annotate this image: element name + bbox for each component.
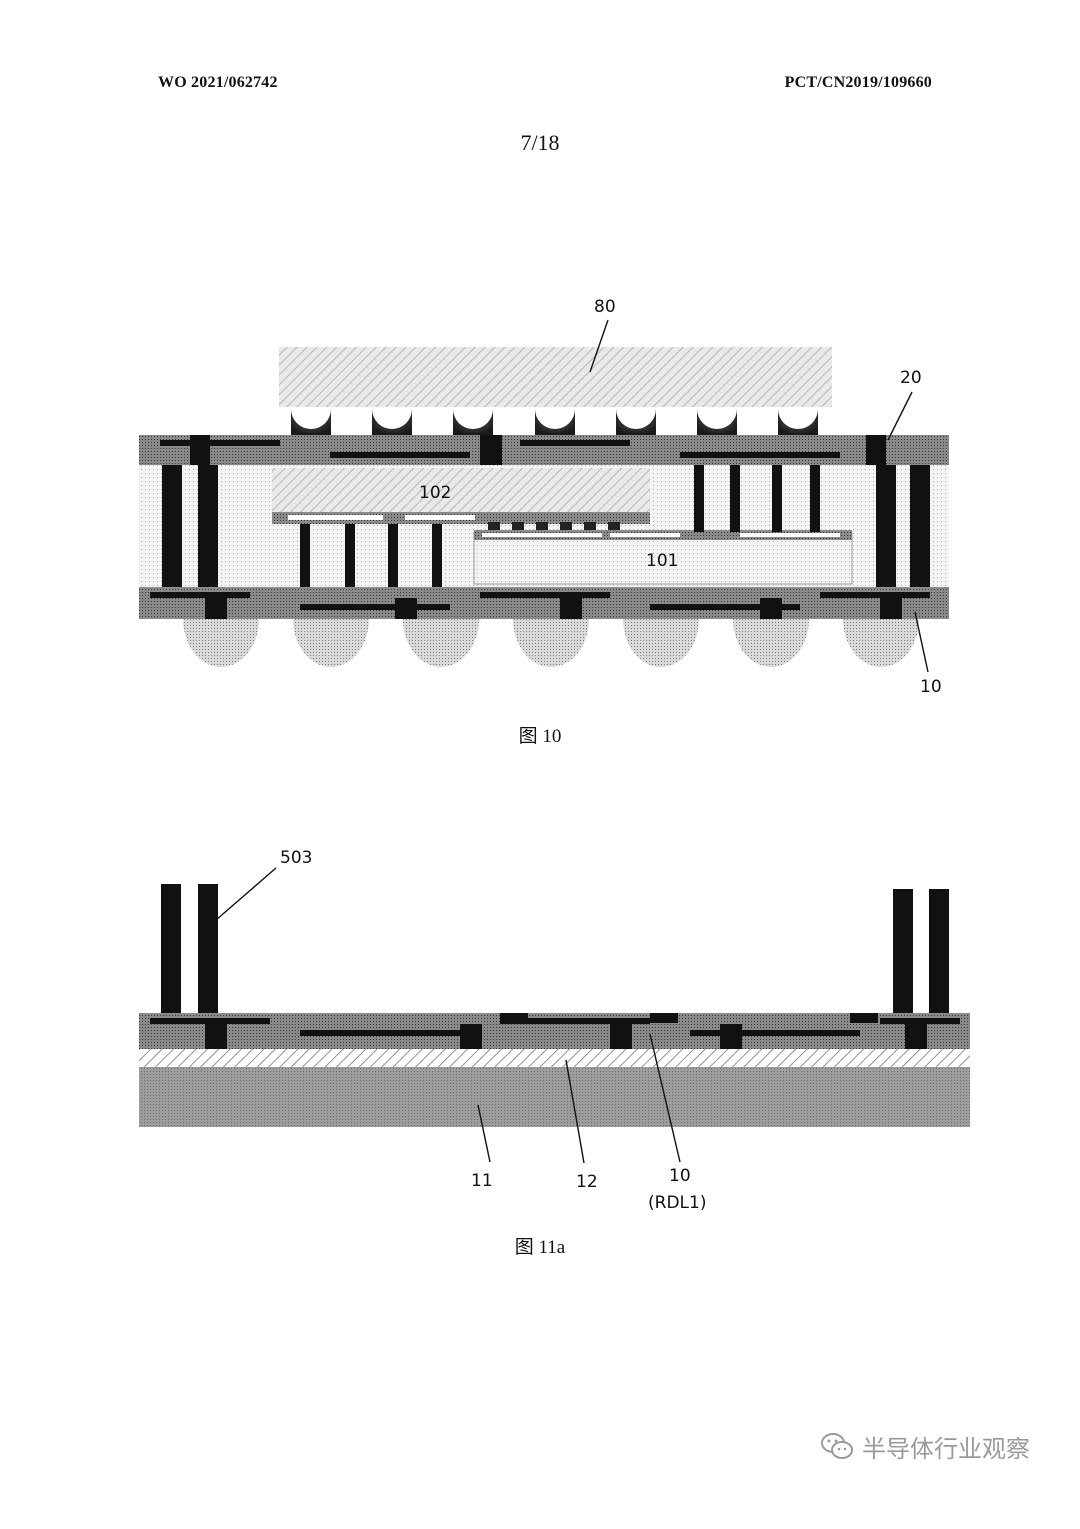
micro-bumps [291, 409, 818, 435]
patent-number: WO 2021/062742 [158, 74, 278, 91]
leader-lines-11a [215, 867, 681, 1164]
wechat-icon [821, 1433, 853, 1459]
lower-rdl-10 [139, 587, 949, 619]
upper-rdl-traces [160, 435, 886, 465]
die-101 [473, 531, 853, 585]
release-layer-12 [139, 1049, 970, 1067]
watermark: 半导体行业观察 [820, 1428, 1030, 1464]
die-to-die-bumps [488, 522, 620, 530]
label-10: 10 [920, 677, 942, 697]
label-rdl1: (RDL1) [648, 1193, 706, 1213]
label-102: 102 [419, 483, 451, 503]
figure-10-caption: 图 10 [518, 726, 562, 747]
top-chip-80 [279, 347, 832, 407]
leader-lines [589, 319, 929, 673]
rdl1-traces [150, 1013, 960, 1049]
figure-10: 80 20 102 101 10 [139, 297, 949, 697]
label-10-rdl: 10 [669, 1166, 691, 1186]
application-number: PCT/CN2019/109660 [784, 74, 932, 91]
upper-rdl-20 [139, 435, 949, 465]
label-503: 503 [280, 848, 312, 868]
label-12: 12 [576, 1172, 598, 1192]
label-101: 101 [646, 551, 678, 571]
watermark-text: 半导体行业观察 [862, 1434, 1030, 1463]
figure-11a-caption: 图 11a [514, 1237, 566, 1258]
lower-rdl-traces [150, 592, 930, 619]
label-20: 20 [900, 368, 922, 388]
label-11: 11 [471, 1171, 493, 1191]
label-80: 80 [594, 297, 616, 317]
solder-balls [183, 619, 919, 667]
pillars-503 [161, 884, 949, 1014]
page-number: 7/18 [520, 130, 560, 155]
carrier-11 [139, 1067, 970, 1127]
copper-pillars [162, 465, 930, 587]
figure-11a: 503 11 12 10 (RDL1) [139, 848, 970, 1213]
die-102 [272, 468, 650, 514]
